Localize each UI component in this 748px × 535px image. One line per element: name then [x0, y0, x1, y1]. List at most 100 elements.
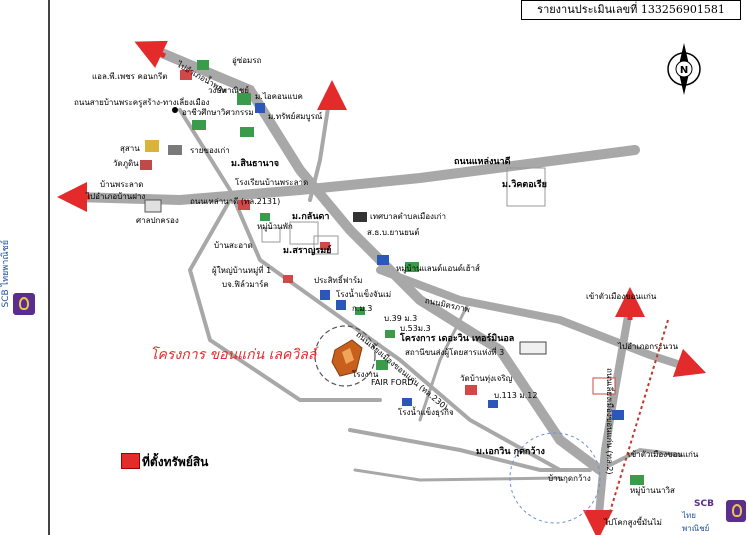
road-loop-2: [348, 428, 592, 472]
village-house-icon: [260, 213, 270, 221]
legend-swatch: [121, 453, 140, 469]
label-l25: โรงน้ำแข็งจันเม่: [336, 290, 392, 299]
label-l10: ม.สินธานาจ: [231, 159, 280, 169]
village-icon-2: [630, 475, 644, 485]
bank-icon-3: [320, 290, 330, 300]
label-l5: อาชีวศึกษาวิศวกรรม: [182, 108, 254, 117]
label-l19: ม.สราญรมย์: [283, 246, 332, 256]
label-l35: บ.113 ม.12: [494, 391, 538, 400]
arrow-east: [672, 348, 707, 378]
scb-logo-icon-footer: [726, 500, 746, 522]
label-l8: วัดภูดิน: [113, 159, 139, 168]
road-bypass-230: [376, 266, 694, 372]
temple-icon-2: [465, 385, 477, 395]
label-l2: แอล.พี.เพชร คอนกรีต: [92, 72, 168, 81]
label-l21: หมู่บ้านแลนด์แอนด์เฮ้าส์: [396, 264, 480, 273]
label-l27: บ.39 ม.3: [384, 314, 418, 323]
sidebar-brand: SCB ไทยพาณิชย์: [1, 240, 42, 308]
bank-icon-2: [377, 255, 389, 265]
bank-icon-6: [488, 400, 498, 408]
footer-brand: SCB: [694, 499, 714, 509]
label-l11: โรงเรียนบ้านพระลาด: [235, 178, 309, 187]
road-laonadi: [70, 145, 640, 206]
label-l18: บ้านสะอาด: [214, 241, 253, 250]
label-west: ไปอำเภอบ้านฝาง: [86, 192, 146, 201]
location-map: N: [57, 40, 707, 535]
compass-letter: N: [680, 65, 688, 76]
scb-logo-icon: [13, 293, 35, 315]
label-l22: ผู้ใหญ่บ้านหมู่ที่ 1: [212, 266, 272, 275]
road-south-minor: [353, 468, 562, 482]
label-l33: โรงงาน: [352, 370, 379, 379]
project-name: โครงการ ขอนแก่น เลควิลล์: [150, 347, 317, 363]
label-l24: ประสิทธิ์ฟาร์ม: [314, 276, 363, 285]
bank-icon-7: [612, 410, 624, 420]
label-l28: บ.53ม.3: [400, 324, 431, 333]
label-l26: ก.ม.3: [352, 304, 373, 313]
label-l4: ม.ไอคอนแบค: [255, 92, 303, 101]
land-house-icon: [405, 262, 419, 272]
toyota-icon: [592, 377, 616, 395]
label-l34: โรงน้ำแข็งธุรกิจ: [398, 408, 454, 417]
ekawin-area-circle: [509, 432, 601, 524]
road-east-minor: [598, 447, 682, 472]
compass-center: [675, 60, 693, 78]
label-l1: อู่ซ่อมรถ: [232, 56, 262, 65]
car-icon-2: [283, 275, 293, 283]
label-l17: ส.ธ.บ.ยานยนต์: [367, 228, 420, 237]
plot-kalanda: [289, 221, 319, 245]
label-l30: สถานีขนส่งผู้โดยสารแห่งที่ 3: [405, 348, 505, 357]
road-inner: [418, 298, 472, 422]
road-north-minor: [308, 93, 332, 202]
shop-icon: [180, 70, 192, 80]
village-icon: [240, 127, 254, 137]
label-l16: เทศบาลตำบลเมืองเก่า: [370, 212, 447, 221]
house-icon: [192, 120, 206, 130]
label-road-d: ถนนเหล่านาดี (ทล.2131): [190, 197, 281, 206]
label-l20: ม.วิคตอเรีย: [502, 180, 547, 190]
municipal-icon: [353, 212, 367, 222]
label-l12: บ้านพระลาด: [100, 180, 144, 189]
cemetery-icon: [140, 160, 152, 170]
label-l23: บจ.ฟิล์วมาร์ค: [222, 280, 269, 289]
report-number: รายงานประเมินเลขที่ 133256901581: [537, 3, 725, 16]
label-l37: บ้านกุดกว้าง: [548, 474, 591, 483]
report-number-box: รายงานประเมินเลขที่ 133256901581: [521, 0, 741, 20]
building-footprints: [261, 167, 546, 255]
label-l38: หมู่บ้านนาวิส: [630, 486, 675, 495]
label-l13: ศาลปกครอง: [136, 216, 179, 225]
bus-station-icon: [519, 341, 547, 355]
direction-arrows: [57, 40, 707, 535]
label-north-left: ถนนสายบ้านพระครูสร้าง-ทางเลี่ยงเมือง: [74, 98, 210, 107]
junction-dot: [172, 107, 178, 113]
factory-icon: [197, 60, 209, 70]
legend-label: ที่ตั้งทรัพย์สิน: [142, 455, 209, 469]
property-location-highlight: [342, 348, 354, 364]
school-icon: [237, 93, 251, 105]
label-to-city-1: เข้าตัวเมืองขอนแก่น: [586, 292, 657, 301]
property-marker: [331, 339, 363, 377]
factory-icon-2: [376, 360, 388, 370]
label-l3: วงษ์พาณิชย์: [208, 86, 249, 95]
label-l31: วัดบ้านทุ่งเจริญ: [460, 374, 513, 383]
label-l36: ม.เอกวิน กุดกว้าง: [476, 447, 545, 457]
temple-icon: [145, 140, 159, 152]
bank-sidebar: SCB ไทยพาณิชย์: [0, 0, 50, 535]
court-icon: [144, 199, 162, 213]
shop-old-icon: [168, 145, 182, 155]
project-boundary-circle: [314, 325, 376, 387]
car-icon: [238, 200, 250, 210]
road-west-minor: [178, 108, 562, 472]
plot-small: [261, 227, 281, 243]
label-east: ไปอำเภอกระนวน: [618, 342, 679, 351]
label-l9: รายของเก่า: [190, 146, 230, 155]
label-l29: โครงการ เดอะวิน เทอร์มินอล: [400, 334, 515, 344]
map-icons: [140, 60, 644, 485]
label-l15: ม.กลันดา: [292, 212, 330, 222]
plot-victoria: [506, 167, 546, 207]
label-road-a: ถนนแหล่งนาดี: [454, 157, 511, 167]
plot-saranrom: [313, 235, 339, 255]
compass: N: [667, 43, 701, 95]
label-l7: สุสาน: [120, 144, 140, 153]
label-l32: FAIR FORD: [371, 378, 414, 387]
